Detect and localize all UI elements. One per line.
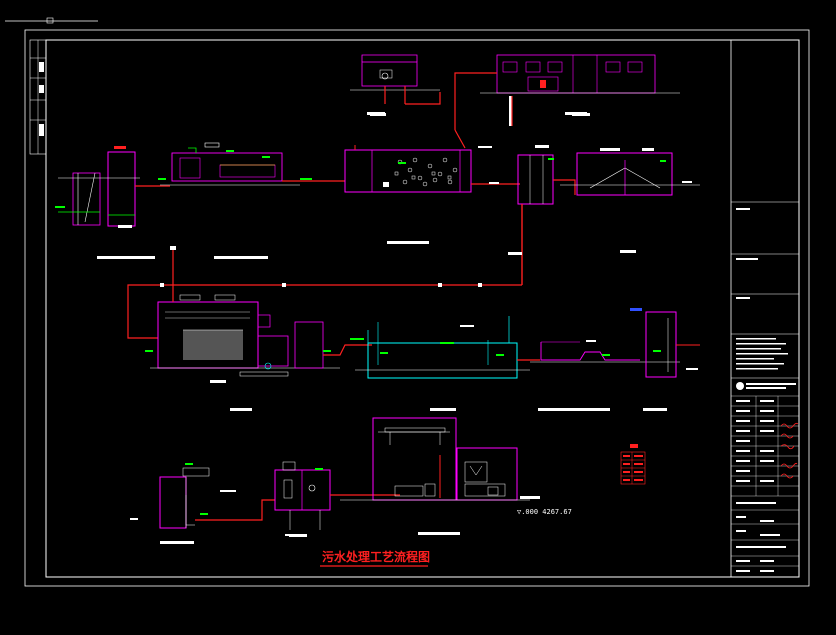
outer-frame [24, 29, 810, 587]
disinfection-channel [530, 340, 680, 363]
secondary-clarifier [560, 148, 700, 196]
inner-frame [45, 39, 800, 578]
pipe-markers [160, 283, 482, 287]
top-left-box [46, 17, 54, 24]
building-small-top [350, 54, 440, 115]
drawing-title: 污水处理工艺流程图 [322, 549, 430, 564]
regulating-pond [160, 142, 345, 186]
discharge-well [630, 308, 700, 378]
legend-table [620, 444, 646, 485]
mbr-tank [150, 246, 372, 383]
aeration-tank [344, 129, 520, 193]
clear-water-tank [350, 316, 540, 379]
grit-well [55, 146, 170, 228]
sludge-tank [130, 467, 275, 529]
intermediate-well [517, 145, 576, 285]
sludge-thickener [274, 461, 400, 536]
station-labels [97, 113, 667, 544]
elevation-note: ▽.000 4267.67 [517, 508, 572, 516]
left-title-strip [29, 39, 47, 155]
title-block [730, 39, 800, 578]
level-markers [145, 150, 666, 515]
dewatering-building [340, 417, 540, 501]
